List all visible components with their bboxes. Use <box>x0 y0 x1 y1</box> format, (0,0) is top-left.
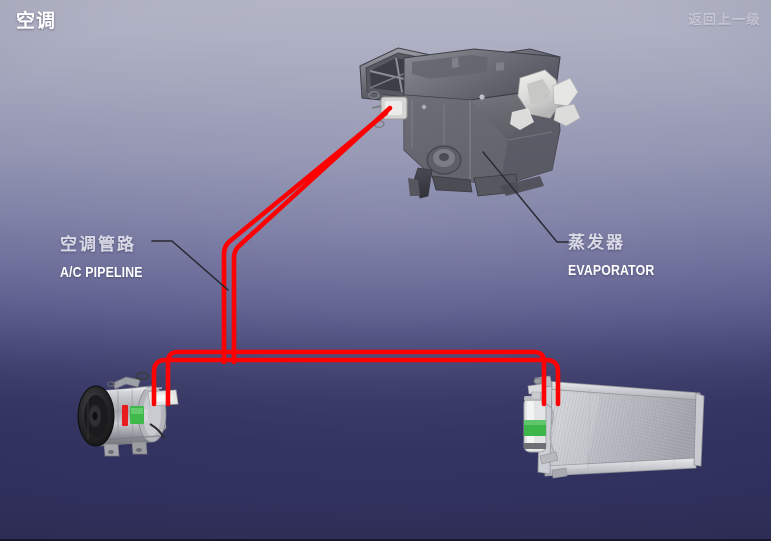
pipe-high-pressure-line <box>165 349 547 407</box>
label-ac-pipeline[interactable]: 空调管路 A/C PIPELINE <box>60 230 161 281</box>
compressor-oring <box>135 371 149 381</box>
label-ac-pipeline-en: A/C PIPELINE <box>60 264 143 281</box>
label-evaporator-en: EVAPORATOR <box>568 262 655 279</box>
evaporator-blower-motor <box>426 145 462 175</box>
page-title: 空调 <box>16 11 57 32</box>
label-evaporator[interactable]: 蒸发器 EVAPORATOR <box>568 228 673 279</box>
leader-line-pipeline <box>151 240 229 291</box>
back-button[interactable]: 返回上一级 <box>688 12 761 27</box>
pipe-evaporator-feed-b <box>231 105 393 365</box>
leader-line-evaporator <box>482 151 569 243</box>
compressor-red-label <box>122 405 128 426</box>
evaporator-pipe-port <box>368 90 408 128</box>
evaporator-foam-insulation <box>510 69 581 130</box>
pipe-low-pressure-line <box>151 357 561 407</box>
pipe-evaporator-feed-a <box>221 110 389 365</box>
label-ac-pipeline-cn: 空调管路 <box>60 235 136 254</box>
compressor-top-bracket <box>112 376 141 390</box>
receiver-drier[interactable] <box>523 391 547 453</box>
label-evaporator-cn: 蒸发器 <box>568 233 625 252</box>
